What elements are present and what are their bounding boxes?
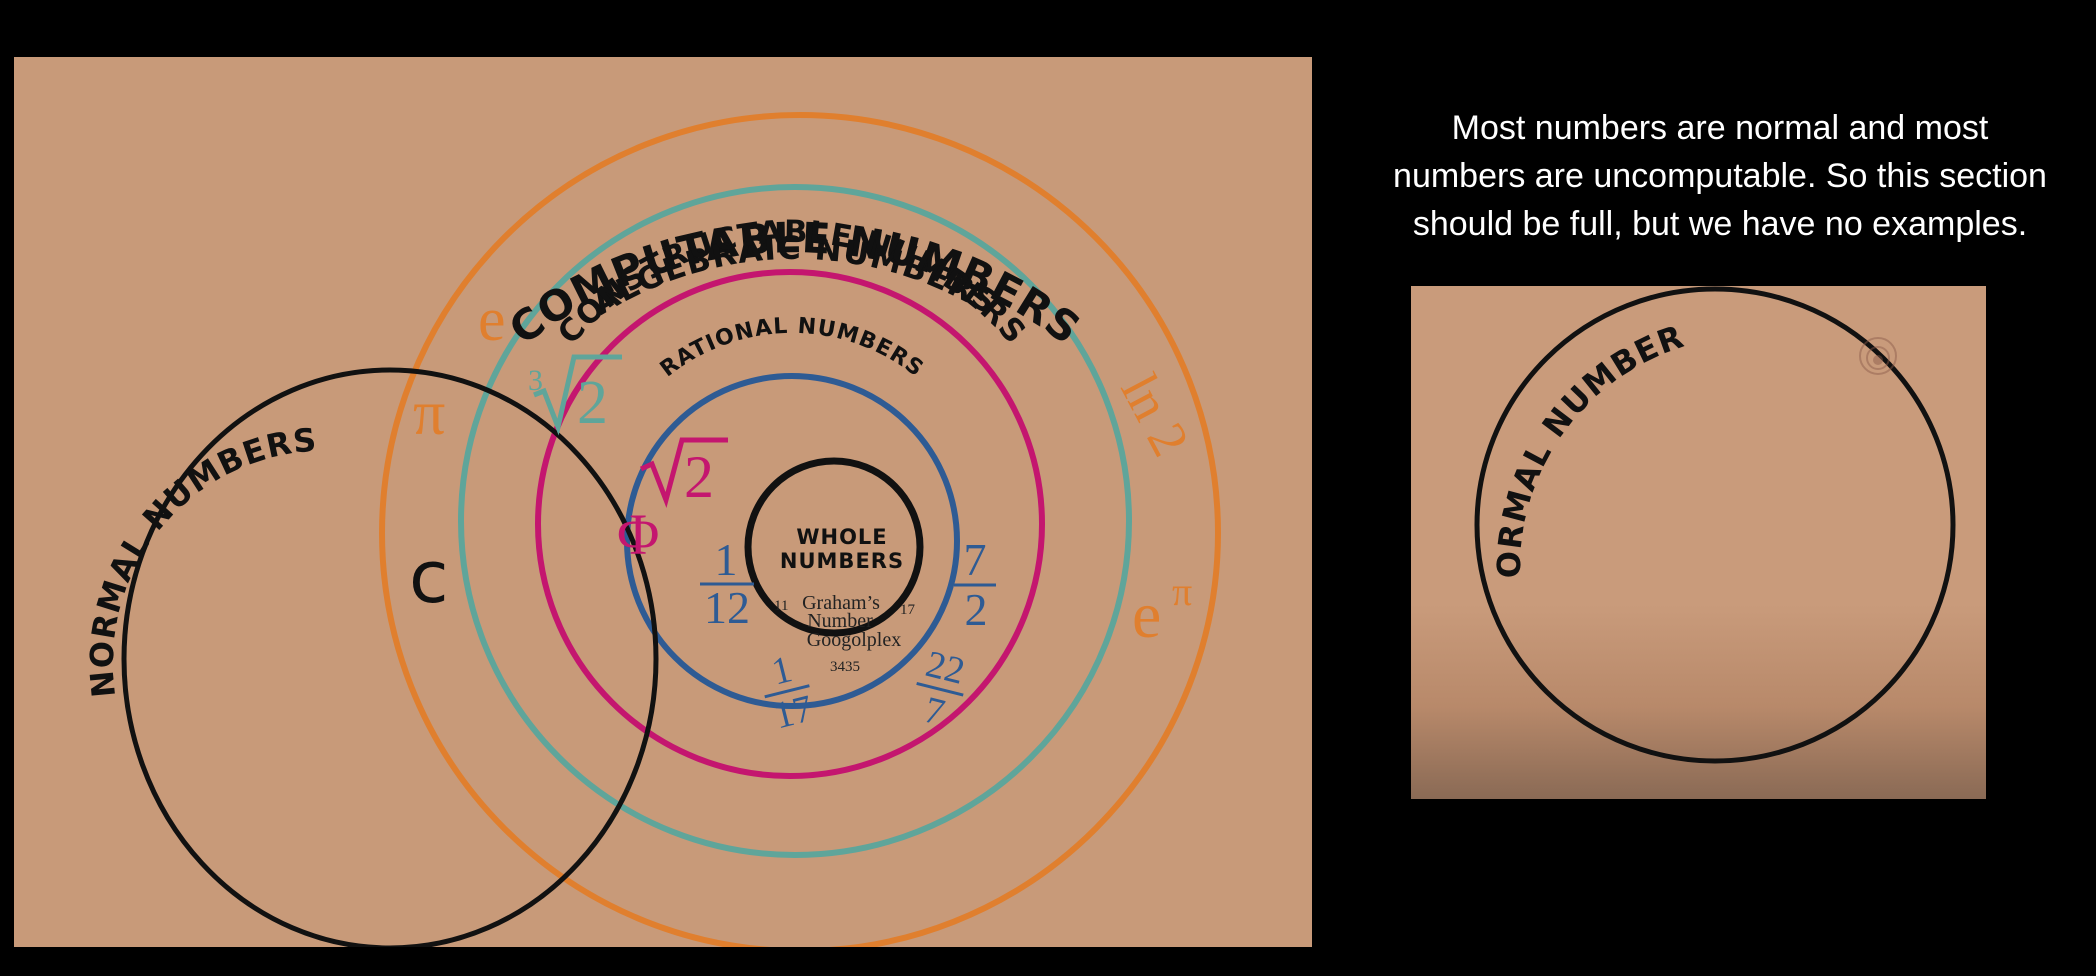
computable-circle	[379, 112, 1221, 947]
venn-diagram: COMPUTABLE NUMBERS ALGEBRAIC NUMBERS CON…	[83, 112, 1221, 947]
example-11: 11	[774, 598, 788, 614]
inset-normal-label: NORMAL NUMBERS	[1411, 286, 1689, 578]
example-cbrt-radicand: 2	[577, 369, 608, 437]
frac-22-7: 22 7	[916, 643, 969, 734]
rational-label: RATIONAL NUMBERS	[656, 314, 929, 382]
frac-22-7-denominator: 7	[920, 689, 949, 734]
example-grahams-number-line1: Graham’s	[802, 592, 880, 614]
normal-label: NORMAL NUMBERS	[83, 421, 319, 700]
example-phi: Φ	[617, 502, 659, 567]
example-cbrt-index: 3	[528, 364, 543, 397]
frac-1-17-bar	[764, 684, 810, 699]
example-e-pi-exponent: π	[1172, 569, 1192, 614]
whole-label-line1: WHOLE	[796, 525, 887, 549]
frac-7-2-denominator: 2	[965, 584, 988, 635]
frac-1-17: 1 17	[764, 648, 817, 737]
inset-normal-circle	[1474, 286, 1956, 764]
frac-1-12-numerator: 1	[715, 534, 738, 585]
example-pi: π	[413, 377, 445, 448]
example-grahams-number-line2: Number	[807, 610, 873, 632]
watermark-icon	[1859, 337, 1897, 375]
example-3435: 3435	[830, 659, 860, 675]
caption-line-1: Most numbers are normal and most	[1451, 109, 1989, 147]
frac-22-7-bar	[916, 681, 964, 697]
example-sqrt2-radicand: 2	[684, 444, 714, 510]
whole-circle	[744, 457, 924, 637]
caption-line-3: should be full, but we have no examples.	[1412, 205, 2028, 243]
normal-circle	[121, 367, 659, 947]
example-e-pi-base: e	[1132, 579, 1161, 652]
algebraic-circle	[458, 184, 1132, 858]
sqrt2-radical-sign	[639, 437, 728, 509]
cbrt-radical-sign	[533, 354, 622, 436]
whole-label-line2: NUMBERS	[780, 549, 904, 573]
example-e: e	[478, 286, 506, 354]
inset-diagram: NORMAL NUMBERS	[1411, 286, 1956, 764]
example-googolplex: Googolplex	[807, 629, 901, 651]
constructible-circle	[535, 269, 1045, 779]
frac-7-2-numerator: 7	[964, 534, 987, 585]
example-c: c	[409, 535, 449, 619]
frac-1-17-numerator: 1	[768, 648, 797, 693]
frac-1-12-denominator: 12	[704, 582, 750, 633]
frac-1-17-denominator: 17	[770, 687, 817, 737]
caption: Most numbers are normal and most numbers…	[1360, 104, 2080, 248]
rational-circle	[624, 373, 960, 709]
caption-line-2: numbers are uncomputable. So this sectio…	[1393, 157, 2047, 195]
example-17: 17	[900, 602, 916, 618]
inset-normal-numbers-panel: NORMAL NUMBERS	[1411, 286, 1986, 799]
venn-diagram-panel: COMPUTABLE NUMBERS ALGEBRAIC NUMBERS CON…	[14, 57, 1312, 947]
